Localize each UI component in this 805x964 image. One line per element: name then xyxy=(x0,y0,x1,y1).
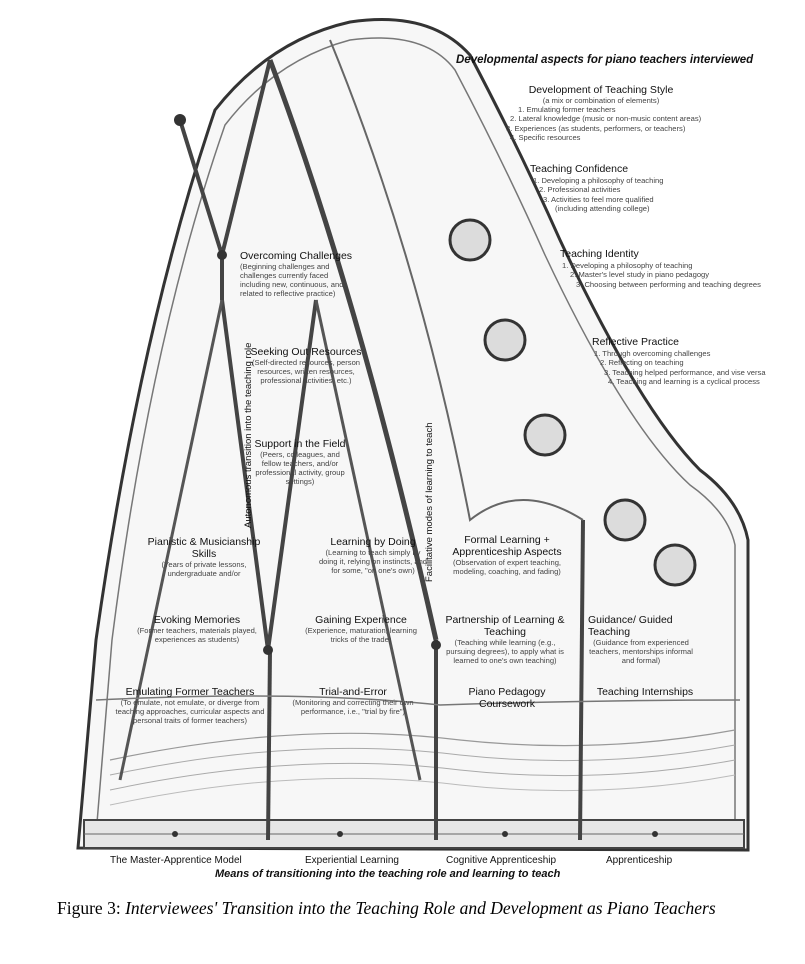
list-item: 3. Activities to feel more qualified xyxy=(533,195,663,204)
subheading: (a mix or combination of elements) xyxy=(486,96,716,105)
bottom-label-cognitive: Cognitive Apprenticeship xyxy=(446,855,556,867)
plate-hole-2 xyxy=(485,320,525,360)
description: (Experience, maturation, learning tricks… xyxy=(296,626,426,644)
piano-rim xyxy=(78,19,748,850)
description: (Monitoring and correcting their own per… xyxy=(284,698,422,716)
list-item: 4. Teaching and learning is a cyclical p… xyxy=(594,377,766,386)
caption-text: Interviewees' Transition into the Teachi… xyxy=(125,898,716,918)
overcoming-challenges: Overcoming Challenges (Beginning challen… xyxy=(240,250,358,299)
list-item: (including attending college) xyxy=(533,204,663,213)
heading: Overcoming Challenges xyxy=(240,250,358,262)
list-item: 3. Teaching helped performance, and vise… xyxy=(594,368,766,377)
list-item: 1. Through overcoming challenges xyxy=(594,349,766,358)
description: (Self-directed resources, person resourc… xyxy=(248,358,364,385)
teaching-confidence-heading: Teaching Confidence xyxy=(530,163,628,175)
list-item: 2. Professional activities xyxy=(533,185,663,194)
list-item: 2. Master's level study in piano pedagog… xyxy=(562,270,761,279)
learning-by-doing: Learning by Doing (Learning to teach sim… xyxy=(316,536,430,575)
heading: Pianistic & Musicianship Skills xyxy=(146,536,262,560)
teaching-confidence-list: 1. Developing a philosophy of teaching 2… xyxy=(533,176,663,214)
list-item: 2. Lateral knowledge (music or non-music… xyxy=(500,114,701,123)
list-item: 1. Emulating former teachers xyxy=(500,105,701,114)
bottom-title: Means of transitioning into the teaching… xyxy=(215,868,560,881)
figure-caption: Figure 3: Interviewees' Transition into … xyxy=(57,897,777,920)
heading: Emulating Former Teachers xyxy=(112,686,268,698)
teaching-internships: Teaching Internships xyxy=(590,686,700,698)
description: (Learning to teach simply by doing it, r… xyxy=(316,548,430,575)
heading: Formal Learning + Apprenticeship Aspects xyxy=(440,534,574,558)
description: (Beginning challenges and challenges cur… xyxy=(240,262,358,298)
heading: Evoking Memories xyxy=(134,614,260,626)
heading: Guidance/ Guided Teaching xyxy=(588,614,694,638)
heading: Teaching Internships xyxy=(590,686,700,698)
list-item: 3. Experiences (as students, performers,… xyxy=(500,124,701,133)
support-in-the-field: Support in the Field (Peers, colleagues,… xyxy=(252,438,348,487)
seeking-out-resources: Seeking Out Resources (Self-directed res… xyxy=(248,346,364,385)
gaining-experience: Gaining Experience (Experience, maturati… xyxy=(296,614,426,644)
strut-1 xyxy=(268,650,270,840)
plate-hole-4 xyxy=(605,500,645,540)
list-item: 2. Reflecting on teaching xyxy=(594,358,766,367)
list-item: 1. Developing a philosophy of teaching xyxy=(533,176,663,185)
heading: Development of Teaching Style xyxy=(486,84,716,96)
trial-and-error: Trial-and-Error (Monitoring and correcti… xyxy=(284,686,422,716)
emulating-former-teachers: Emulating Former Teachers (To emulate, n… xyxy=(112,686,268,725)
heading: Learning by Doing xyxy=(316,536,430,548)
description: (Observation of expert teaching, modelin… xyxy=(440,558,574,576)
pianistic-musicianship-skills: Pianistic & Musicianship Skills (Years o… xyxy=(146,536,262,578)
teaching-identity-heading: Teaching Identity xyxy=(560,248,639,260)
description: (Teaching while learning (e.g., pursuing… xyxy=(440,638,570,665)
heading: Support in the Field xyxy=(252,438,348,450)
plate-hole-5 xyxy=(655,545,695,585)
list-item: 1. Developing a philosophy of teaching xyxy=(562,261,761,270)
reflective-practice-list: 1. Through overcoming challenges 2. Refl… xyxy=(594,349,766,387)
piano-pedagogy-coursework: Piano Pedagogy Coursework xyxy=(440,686,574,710)
heading: Piano Pedagogy Coursework xyxy=(440,686,574,710)
heading: Seeking Out Resources xyxy=(248,346,364,358)
bottom-label-experiential: Experiential Learning xyxy=(305,855,399,867)
description: (Guidance from experienced teachers, men… xyxy=(588,638,694,665)
reflective-practice-heading: Reflective Practice xyxy=(592,336,679,348)
bottom-label-apprenticeship: Apprenticeship xyxy=(606,855,672,867)
partnership-learning-teaching: Partnership of Learning & Teaching (Teac… xyxy=(440,614,570,665)
description: (To emulate, not emulate, or diverge fro… xyxy=(112,698,268,725)
bottom-label-master-apprentice: The Master-Apprentice Model xyxy=(110,855,242,867)
evoking-memories: Evoking Memories (Former teachers, mater… xyxy=(134,614,260,644)
plate-hole-3 xyxy=(525,415,565,455)
plate-hole-1 xyxy=(450,220,490,260)
formal-learning-apprenticeship: Formal Learning + Apprenticeship Aspects… xyxy=(440,534,574,576)
development-of-teaching-style: Development of Teaching Style (a mix or … xyxy=(486,84,716,105)
heading: Gaining Experience xyxy=(296,614,426,626)
teaching-identity-list: 1. Developing a philosophy of teaching 2… xyxy=(562,261,761,289)
heading: Trial-and-Error xyxy=(284,686,422,698)
autonomous-transition-label: Autonomous transition into the teaching … xyxy=(243,343,254,528)
list-item: 3. Choosing between performing and teach… xyxy=(562,280,761,289)
header-title: Developmental aspects for piano teachers… xyxy=(456,54,753,67)
heading: Partnership of Learning & Teaching xyxy=(440,614,570,638)
description: (Peers, colleagues, and fellow teachers,… xyxy=(252,450,348,486)
description: (Years of private lessons, undergraduate… xyxy=(146,560,262,578)
caption-prefix: Figure 3: xyxy=(57,898,125,918)
guidance-guided-teaching: Guidance/ Guided Teaching (Guidance from… xyxy=(588,614,694,665)
list-item: 4. Specific resources xyxy=(500,133,701,142)
description: (Former teachers, materials played, expe… xyxy=(134,626,260,644)
teaching-style-list: 1. Emulating former teachers 2. Lateral … xyxy=(500,105,701,143)
